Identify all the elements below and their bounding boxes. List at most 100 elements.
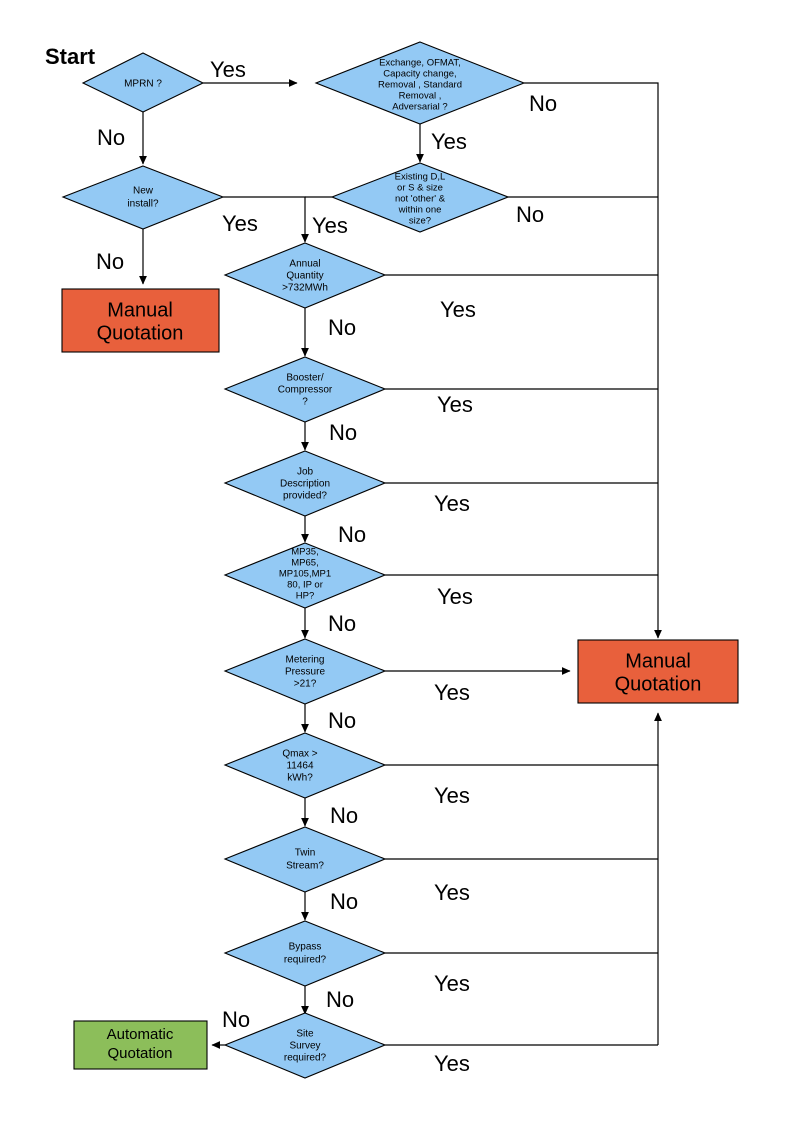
label-mprn-yes: Yes (210, 57, 246, 82)
diamond-shape (223, 542, 387, 609)
terminal-manual-right-line-1: Quotation (615, 673, 702, 695)
terminal-manual-right-line-0: Manual (625, 650, 691, 672)
decision-booster-line-1: Compressor (278, 385, 333, 396)
decision-existing-line-2: not 'other' & (395, 194, 446, 205)
label-site-survey-yes: Yes (434, 1051, 470, 1076)
connectors (139, 79, 662, 1049)
decision-qmax[interactable]: Qmax > 11464 kWh? (223, 732, 387, 799)
decision-mp-line-1: MP65, (291, 558, 318, 569)
label-new-install-no: No (96, 249, 124, 274)
terminal-box (577, 639, 739, 704)
decision-existing-line-4: size? (409, 216, 431, 227)
label-existing-no: No (516, 202, 544, 227)
decision-new-install-line-0: New (133, 186, 154, 197)
edge-qmax-yes (385, 712, 662, 766)
start-label: Start (45, 44, 96, 69)
decision-metering-line-2: >21? (294, 679, 317, 690)
decision-site-survey-line-1: Survey (289, 1041, 320, 1052)
label-annual-yes: Yes (440, 297, 476, 322)
label-qmax-no: No (330, 803, 358, 828)
diamond-shape (223, 242, 387, 309)
decision-metering-pressure[interactable]: Metering Pressure >21? (223, 638, 387, 705)
decision-twin-stream[interactable]: Twin Stream? (223, 826, 387, 893)
terminal-manual-left[interactable]: Manual Quotation (61, 288, 220, 353)
decision-qmax-line-2: kWh? (287, 773, 313, 784)
decision-new-install[interactable]: New install? (61, 165, 225, 230)
terminal-automatic-line-1: Quotation (107, 1045, 172, 1062)
decision-booster-compressor[interactable]: Booster/ Compressor ? (223, 356, 387, 423)
decision-mp-line-2: MP105,MP1 (279, 569, 331, 580)
decision-mprn-line-0: MPRN ? (124, 79, 162, 90)
terminal-manual-left-line-1: Quotation (97, 322, 184, 344)
decision-mprn[interactable]: MPRN ? (81, 52, 205, 113)
decision-exchange-line-0: Exchange, OFMAT, (379, 58, 461, 69)
decision-booster-line-0: Booster/ (286, 373, 323, 384)
decision-annual-line-2: >732MWh (282, 283, 328, 294)
label-new-install-yes: Yes (222, 211, 258, 236)
terminal-manual-right[interactable]: Manual Quotation (577, 639, 739, 704)
label-metering-no: No (328, 708, 356, 733)
decision-qmax-line-0: Qmax > (282, 749, 317, 760)
label-job-no: No (338, 522, 366, 547)
terminal-automatic-line-0: Automatic (107, 1026, 174, 1043)
label-annual-no: No (328, 315, 356, 340)
label-twin-yes: Yes (434, 880, 470, 905)
diamond-shape (61, 165, 225, 230)
decision-existing-line-1: or S & size (397, 183, 443, 194)
decision-exchange-line-2: Removal , Standard (378, 80, 462, 91)
decision-metering-line-1: Pressure (285, 667, 325, 678)
decision-bypass-line-0: Bypass (289, 942, 322, 953)
diamond-shape (223, 732, 387, 799)
terminal-box (73, 1020, 208, 1070)
label-existing-yes: Yes (312, 213, 348, 238)
label-booster-no: No (329, 420, 357, 445)
decision-booster-line-2: ? (302, 397, 308, 408)
label-exchange-no: No (529, 91, 557, 116)
decision-annual-quantity[interactable]: Annual Quantity >732MWh (223, 242, 387, 309)
decision-job-description[interactable]: Job Description provided? (223, 450, 387, 517)
terminal-nodes: Manual Quotation Manual Quotation Automa… (61, 288, 739, 1070)
decision-exchange-line-3: Removal , (399, 91, 442, 102)
decision-bypass[interactable]: Bypass required? (223, 920, 387, 987)
decision-exchange-line-1: Capacity change, (383, 69, 456, 80)
decision-job-line-1: Description (280, 479, 330, 490)
decision-site-survey[interactable]: Site Survey required? (223, 1012, 387, 1079)
diamond-shape (223, 826, 387, 893)
diamond-shape (223, 638, 387, 705)
label-mp-yes: Yes (437, 584, 473, 609)
decision-metering-line-0: Metering (286, 655, 325, 666)
label-mp-no: No (328, 611, 356, 636)
terminal-automatic[interactable]: Automatic Quotation (73, 1020, 208, 1070)
decision-new-install-line-1: install? (127, 199, 159, 210)
diamond-shape (81, 52, 205, 113)
diamond-shape (223, 450, 387, 517)
decision-job-line-2: provided? (283, 491, 327, 502)
label-exchange-yes: Yes (431, 129, 467, 154)
diamond-shape (314, 41, 526, 125)
decision-nodes: MPRN ? Exchange, OFMAT, Capacity change,… (61, 41, 526, 1079)
label-qmax-yes: Yes (434, 783, 470, 808)
decision-exchange[interactable]: Exchange, OFMAT, Capacity change, Remova… (314, 41, 526, 125)
decision-bypass-line-1: required? (284, 955, 327, 966)
decision-mp-line-3: 80, IP or (287, 580, 323, 591)
decision-existing-line-3: within one (398, 205, 442, 216)
diamond-shape (223, 1012, 387, 1079)
decision-mp-line-0: MP35, (291, 547, 318, 558)
decision-existing-line-0: Existing D,L (395, 172, 446, 183)
decision-twin-line-0: Twin (295, 848, 316, 859)
label-metering-yes: Yes (434, 680, 470, 705)
label-bypass-no: No (326, 987, 354, 1012)
branch-labels: Start Yes No No Yes Yes No Yes No Yes No… (45, 44, 557, 1076)
decision-qmax-line-1: 11464 (286, 761, 314, 772)
decision-site-survey-line-2: required? (284, 1053, 327, 1064)
decision-exchange-line-4: Adversarial ? (392, 102, 447, 113)
decision-site-survey-line-0: Site (296, 1029, 314, 1040)
label-job-yes: Yes (434, 491, 470, 516)
decision-existing-dls[interactable]: Existing D,L or S & size not 'other' & w… (330, 162, 510, 233)
decision-mp-pressure-tier[interactable]: MP35, MP65, MP105,MP1 80, IP or HP? (223, 542, 387, 609)
diamond-shape (223, 920, 387, 987)
label-site-survey-no: No (222, 1007, 250, 1032)
decision-annual-line-0: Annual (289, 259, 320, 270)
decision-twin-line-1: Stream? (286, 861, 324, 872)
